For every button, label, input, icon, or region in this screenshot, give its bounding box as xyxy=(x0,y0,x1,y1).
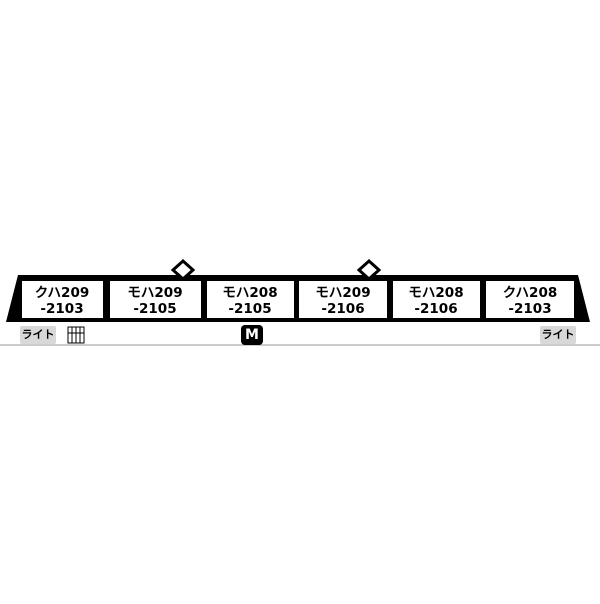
car-panel-6 xyxy=(486,281,574,318)
car-label-3: モハ208-2105 xyxy=(222,285,278,317)
pantograph-icon xyxy=(356,258,382,282)
maker-logo-icon xyxy=(67,325,85,345)
car-label-1: クハ209-2103 xyxy=(34,285,90,317)
car-panel-5 xyxy=(393,281,480,318)
motor-car-icon: M xyxy=(241,325,263,345)
car-label-4: モハ209-2106 xyxy=(315,285,371,317)
car-panel-4 xyxy=(299,281,387,318)
light-badge-left: ライト xyxy=(20,326,56,344)
pantograph-icon xyxy=(170,258,196,282)
light-badge-right: ライト xyxy=(540,326,576,344)
car-panel-3 xyxy=(207,281,294,318)
car-label-5: モハ208-2106 xyxy=(408,285,464,317)
car-panel-1 xyxy=(22,281,103,318)
car-label-6: クハ208-2103 xyxy=(502,285,558,317)
car-label-2: モハ209-2105 xyxy=(127,285,183,317)
car-panel-2 xyxy=(110,281,201,318)
